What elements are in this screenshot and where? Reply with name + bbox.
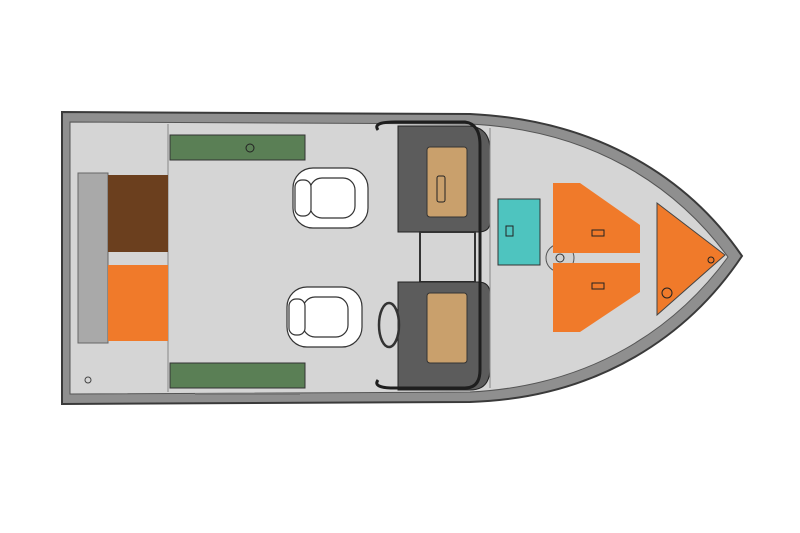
bow-storage-bottom <box>553 263 640 332</box>
latch-bottom-icon <box>591 282 605 290</box>
latch-top-icon <box>591 229 605 237</box>
stern-strip <box>77 172 109 344</box>
livewell-latch-icon <box>505 225 514 237</box>
bow-cleat-icon <box>661 287 673 299</box>
passenger-seat-tan <box>426 146 468 218</box>
storage-hatch-brown <box>108 175 168 252</box>
glovebox-handle-icon <box>436 175 446 203</box>
steering-wheel-icon <box>377 301 401 349</box>
stern-cushion-orange <box>108 265 168 341</box>
bow-eye-icon <box>707 256 715 264</box>
rod-holder-icon <box>245 143 255 153</box>
seat-icon-rear-bottom <box>286 286 363 348</box>
pedestal-post-icon <box>555 253 565 263</box>
windshield-frame <box>375 120 482 390</box>
side-panel-bottom <box>169 362 306 389</box>
bow-storage-top <box>553 183 640 253</box>
seat-icon-rear-top <box>292 167 369 229</box>
bow-casting-deck <box>656 201 726 317</box>
drain-icon <box>84 376 92 384</box>
livewell-teal <box>497 198 541 266</box>
side-panel-top <box>169 134 306 161</box>
driver-seat-tan <box>426 292 468 364</box>
